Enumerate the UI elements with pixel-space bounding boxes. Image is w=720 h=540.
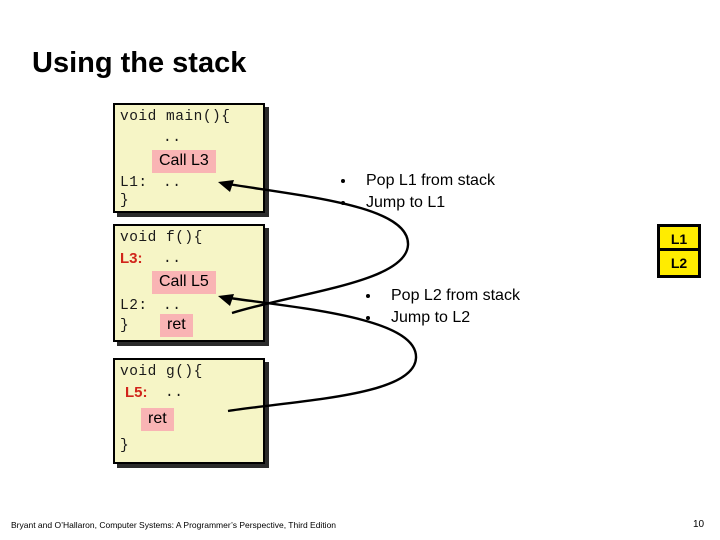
highlight-call-l5: Call L5 [152,271,216,294]
bullet-item-pop-l2: Pop L2 from stack [358,285,520,307]
code-line-f-label-l2-dots: .. [163,298,182,314]
highlight-ret-g: ret [141,408,174,431]
bullet-item-pop-l1: Pop L1 from stack [333,170,495,192]
bullet-item-jump-l2: Jump to L2 [358,307,520,329]
code-line-g-label-l5-dots: .. [165,385,184,401]
code-line-main-label-l1: L1: [120,175,148,191]
stack-diagram: L1 L2 [657,224,701,278]
code-line-f-close: } [120,318,130,334]
footer-attribution: Bryant and O’Hallaron, Computer Systems:… [11,520,337,530]
code-line-g-signature: void g(){ [120,364,203,380]
bullet-dot-icon [366,316,370,320]
code-line-g-close: } [120,438,130,454]
code-box-f: void f(){ L3: .. Call L5 L2: .. } ret [113,224,265,342]
code-line-g-label-l5: L5: [125,384,148,401]
bullet-dot-icon [366,294,370,298]
page-number: 10 [693,519,705,530]
code-box-main: void main(){ .. Call L3 L1: .. } [113,103,265,213]
bullet-group-return-to-l1: Pop L1 from stack Jump to L1 [333,170,495,214]
bullet-label: Pop L1 from stack [366,172,495,189]
code-line-main-dots: .. [163,130,182,146]
bullet-dot-icon [341,201,345,205]
code-line-main-close: } [120,193,130,209]
bullet-label: Jump to L2 [391,309,471,326]
stack-cell-l2: L2 [660,251,698,275]
stack-cell-l1: L1 [660,227,698,251]
code-line-f-label-l2: L2: [120,298,148,314]
code-line-main-label-l1-dots: .. [163,175,182,191]
highlight-ret-f: ret [160,314,193,337]
code-line-f-label-l3-dots: .. [163,251,182,267]
bullet-item-jump-l1: Jump to L1 [333,192,495,214]
code-line-f-label-l3: L3: [120,250,143,267]
bullet-label: Pop L2 from stack [391,287,520,304]
code-line-f-signature: void f(){ [120,230,203,246]
bullet-dot-icon [341,179,345,183]
bullet-group-return-to-l2: Pop L2 from stack Jump to L2 [358,285,520,329]
page-title: Using the stack [32,47,247,79]
highlight-call-l3: Call L3 [152,150,216,173]
code-line-main-signature: void main(){ [120,109,231,125]
code-box-g: void g(){ L5: .. ret } [113,358,265,464]
bullet-label: Jump to L1 [366,194,446,211]
